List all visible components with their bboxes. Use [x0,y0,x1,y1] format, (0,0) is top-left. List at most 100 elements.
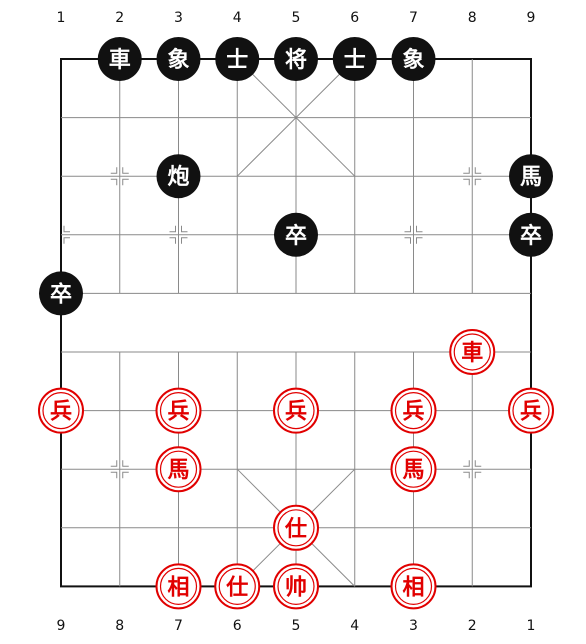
piece-disc [155,446,202,493]
piece-disc [155,387,202,434]
piece-inner-ring [159,567,198,606]
bottom-file-label: 1 [527,618,536,634]
red-soldier[interactable]: 兵 [155,387,202,434]
piece-disc [215,37,260,81]
piece-glyph: 士 [344,48,366,73]
red-general[interactable]: 帅 [273,563,319,610]
piece-disc [38,387,84,434]
position-marker [122,167,129,174]
piece-glyph: 卒 [50,281,72,307]
piece-inner-ring [159,450,198,488]
black-elephant[interactable]: 象 [391,37,436,81]
black-soldier[interactable]: 卒 [274,212,318,257]
position-marker [63,237,70,244]
top-file-label: 4 [233,10,242,26]
piece-disc [273,563,319,610]
piece-disc [332,37,377,81]
red-chariot[interactable]: 車 [449,329,496,375]
position-marker [463,167,470,174]
top-file-label: 9 [527,10,536,26]
piece-glyph: 仕 [284,517,307,542]
piece-glyph: 士 [226,48,248,73]
piece-glyph: 卒 [520,223,542,249]
position-marker [122,471,129,479]
bottom-file-label: 8 [115,618,124,634]
red-advisor[interactable]: 仕 [273,504,319,551]
piece-glyph: 卒 [285,223,307,249]
bottom-file-label: 6 [233,618,242,634]
piece-glyph: 帅 [285,575,307,600]
piece-glyph: 象 [167,47,189,73]
piece-glyph: 車 [109,48,131,73]
position-marker [63,225,70,233]
piece-inner-ring [159,392,198,430]
piece-glyph: 象 [402,47,424,73]
position-marker [110,167,118,174]
red-horse[interactable]: 馬 [155,446,202,493]
piece-inner-ring [512,392,550,430]
piece-disc [274,37,318,81]
black-chariot[interactable]: 車 [97,37,142,81]
bottom-file-label: 5 [292,618,301,634]
piece-disc [390,563,437,610]
red-soldier[interactable]: 兵 [38,387,84,434]
position-marker [474,178,482,186]
position-marker [404,225,411,233]
bottom-file-label: 3 [409,618,418,634]
top-file-label: 8 [468,10,477,26]
top-file-label: 5 [292,10,301,26]
position-marker [110,178,118,186]
red-elephant[interactable]: 相 [390,563,437,610]
piece-glyph: 馬 [402,458,424,483]
piece-glyph: 馬 [167,458,189,483]
black-advisor[interactable]: 士 [332,37,377,81]
position-marker [463,471,470,479]
top-file-label: 2 [115,10,124,26]
red-advisor[interactable]: 仕 [214,563,261,610]
piece-glyph: 仕 [225,575,248,600]
red-elephant[interactable]: 相 [155,563,202,610]
piece-disc [39,271,83,316]
piece-glyph: 兵 [50,400,72,425]
red-soldier[interactable]: 兵 [273,387,319,434]
piece-disc [390,446,437,493]
piece-glyph: 将 [285,47,307,73]
black-general[interactable]: 将 [274,37,318,81]
piece-inner-ring [277,509,315,547]
piece-disc [509,212,553,257]
piece-inner-ring [394,392,433,430]
piece-disc [155,563,202,610]
piece-disc [156,154,201,199]
position-marker [122,460,129,467]
red-soldier[interactable]: 兵 [508,387,554,434]
position-marker [169,225,176,233]
black-horse[interactable]: 馬 [509,154,553,199]
red-soldier[interactable]: 兵 [390,387,437,434]
piece-inner-ring [453,333,491,371]
bottom-file-label: 2 [468,618,477,634]
piece-glyph: 相 [167,575,189,600]
position-marker [110,460,118,467]
piece-disc [509,154,553,199]
piece-glyph: 相 [402,575,424,600]
piece-disc [274,212,318,257]
piece-disc [273,387,319,434]
piece-disc [156,37,201,81]
top-file-label: 1 [57,10,66,26]
black-elephant[interactable]: 象 [156,37,201,81]
position-marker [474,167,482,174]
piece-glyph: 炮 [167,164,189,190]
bottom-file-label: 7 [174,618,183,634]
black-soldier[interactable]: 卒 [509,212,553,257]
red-horse[interactable]: 馬 [390,446,437,493]
bottom-file-label: 9 [57,618,66,634]
position-marker [110,471,118,479]
black-soldier[interactable]: 卒 [39,271,83,316]
position-marker [416,225,423,233]
piece-inner-ring [394,567,433,606]
position-marker [416,237,423,244]
black-cannon[interactable]: 炮 [156,154,201,199]
black-advisor[interactable]: 士 [215,37,260,81]
